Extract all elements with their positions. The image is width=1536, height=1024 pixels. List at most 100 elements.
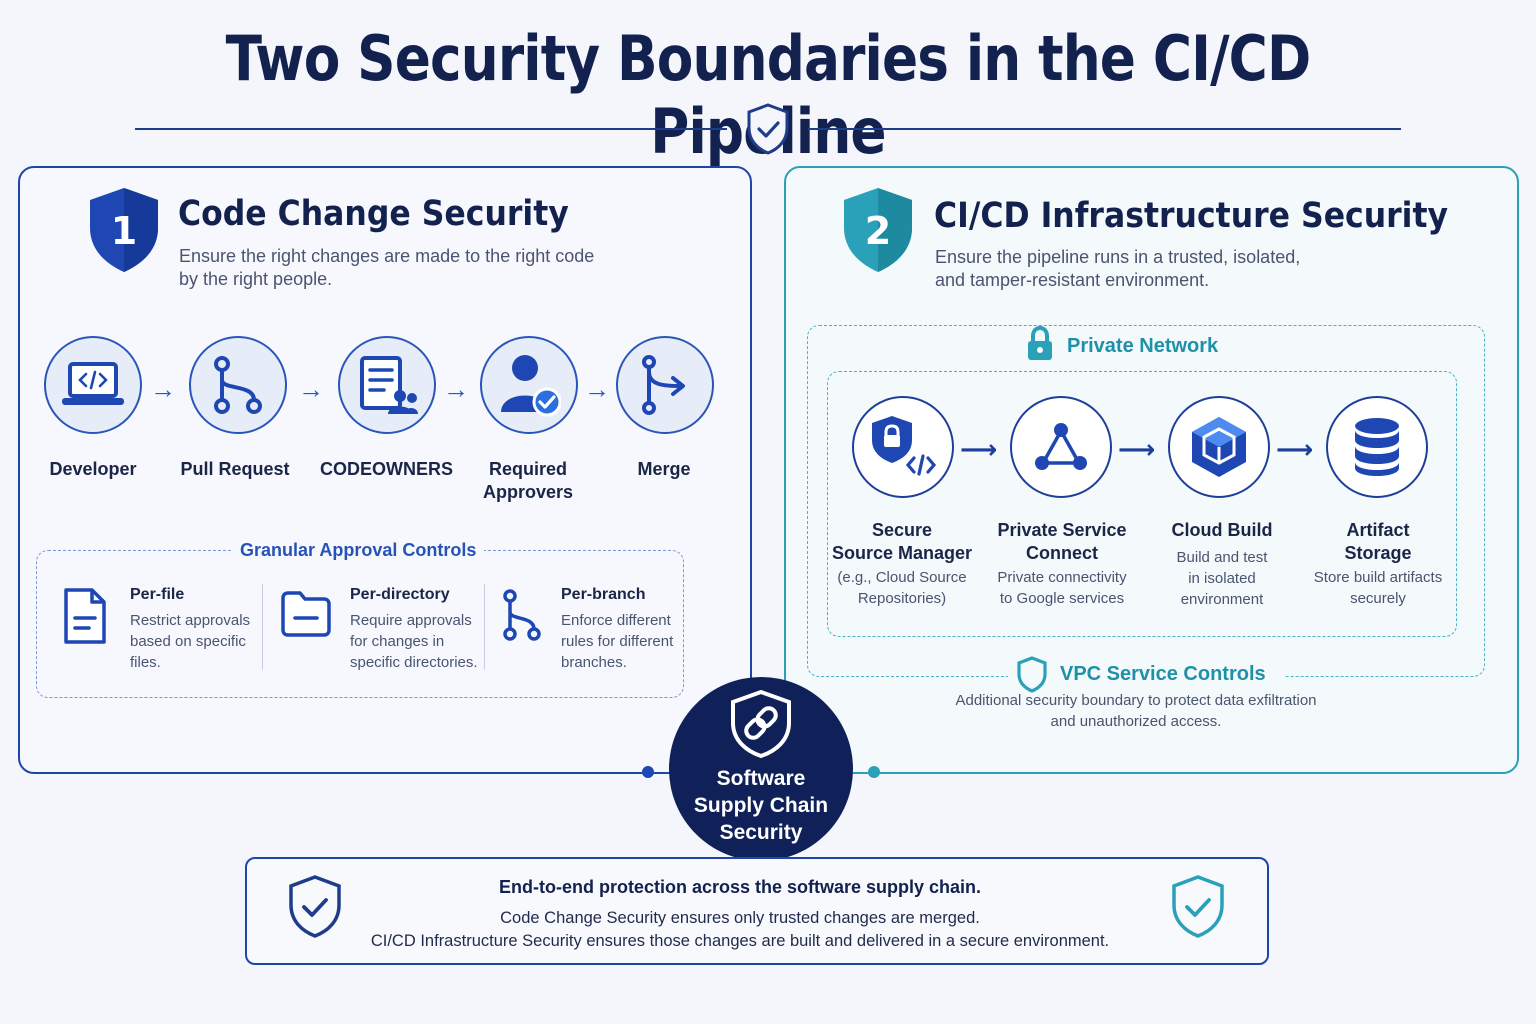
flow-arrow: ⟶ [1118, 434, 1156, 464]
developer-step [44, 336, 142, 434]
artifact-storage-step [1326, 396, 1428, 498]
database-icon [1355, 418, 1399, 476]
codeowners-step [338, 336, 436, 434]
step-label-pull-request: Pull Request [180, 459, 290, 479]
vpc-service-controls-title: VPC Service Controls [1060, 663, 1266, 685]
desc-line: Require approvals [350, 612, 472, 629]
hub-line: Security [719, 821, 803, 844]
control-title-per-directory: Per-directory [350, 586, 450, 603]
step-label-codeowners: CODEOWNERS [320, 459, 454, 479]
software-supply-chain-hub: Software Supply Chain Security [669, 677, 853, 861]
label-line: Connect [1026, 543, 1098, 563]
shield-link-icon [729, 689, 793, 764]
badge-1-number: 1 [111, 209, 137, 253]
control-desc-per-file: Restrict approvals based on specific fil… [130, 610, 250, 673]
flow-arrow: ⟶ [1276, 434, 1314, 464]
shield-outline-icon [1016, 656, 1048, 699]
desc-line: branches. [561, 654, 627, 671]
flow-arrow: → [443, 374, 469, 404]
desc-line: in isolated [1188, 570, 1256, 587]
control-desc-per-directory: Require approvals for changes in specifi… [350, 610, 478, 673]
subtitle-line: Ensure the pipeline runs in a trusted, i… [935, 247, 1301, 267]
summary-text: Code Change Security ensures only truste… [330, 907, 1150, 953]
desc-line: securely [1350, 590, 1406, 607]
cicd-infrastructure-security-title: CI/CD Infrastructure Security [934, 196, 1449, 236]
desc-line: rules for different [561, 633, 674, 650]
shield-check-icon [745, 102, 791, 161]
summary-heading: End-to-end protection across the softwar… [498, 877, 982, 897]
hub-line: Supply Chain [693, 794, 829, 817]
step-label-developer: Developer [49, 459, 137, 479]
summary-line: CI/CD Infrastructure Security ensures th… [370, 932, 1110, 950]
desc-line: Store build artifacts [1313, 569, 1443, 586]
desc-line: specific directories. [350, 654, 478, 671]
step-desc-secure-source-manager: (e.g., Cloud Source Repositories) [826, 567, 978, 609]
summary-line: Code Change Security ensures only truste… [500, 909, 980, 927]
desc-line: Private connectivity [997, 569, 1127, 586]
label-line: Private Service [997, 520, 1127, 540]
step-label-cloud-build: Cloud Build [1171, 520, 1273, 540]
merge-icon [642, 355, 685, 415]
hub-line: Software [716, 767, 806, 790]
label-line: Approvers [482, 482, 574, 502]
vpc-label-backdrop [1008, 660, 1284, 692]
pull-request-step [189, 336, 287, 434]
summary-box [245, 857, 1269, 965]
step-desc-private-service-connect: Private connectivity to Google services [986, 567, 1138, 609]
desc-line: Repositories) [857, 590, 947, 607]
control-title-per-file: Per-file [130, 586, 185, 603]
branch-icon [500, 588, 544, 647]
connector-dot-left [642, 766, 654, 778]
step-label-secure-source-manager: Secure Source Manager [826, 519, 978, 565]
desc-line: Enforce different [561, 612, 671, 629]
desc-line: files. [130, 654, 161, 671]
label-line: Artifact [1346, 520, 1410, 540]
label-line: Storage [1344, 543, 1412, 563]
desc-line: to Google services [999, 590, 1125, 607]
flow-arrow: → [584, 374, 610, 404]
desc-line: Build and test [1176, 549, 1268, 566]
step-label-merge: Merge [637, 459, 691, 479]
pull-request-icon [214, 356, 262, 414]
user-check-icon [501, 355, 561, 417]
code-change-security-panel [18, 166, 752, 774]
subtitle-line: and tamper-resistant environment. [935, 270, 1210, 290]
flow-arrow: ⟶ [960, 434, 998, 464]
desc-line: Restrict approvals [130, 612, 251, 629]
network-nodes-icon [1035, 423, 1087, 470]
required-approvers-step [480, 336, 578, 434]
badge-1-shield: 1 [88, 186, 160, 279]
label-line: Secure [871, 520, 933, 540]
secure-code-icon [872, 416, 937, 476]
shield-check-icon [287, 874, 343, 945]
desc-line: based on specific [130, 633, 246, 650]
control-desc-per-branch: Enforce different rules for different br… [561, 610, 673, 673]
flow-arrow: → [150, 374, 176, 404]
cicd-infrastructure-security-subtitle: Ensure the pipeline runs in a trusted, i… [935, 246, 1300, 292]
desc-line: environment [1180, 591, 1264, 608]
label-line: Source Manager [831, 543, 973, 563]
hub-label: Software Supply Chain Security [669, 765, 853, 846]
title-divider-left [135, 128, 727, 130]
subtitle-line: Ensure the right changes are made to the… [179, 246, 595, 266]
badge-2-number: 2 [865, 209, 891, 253]
cloud-build-icon [1192, 417, 1246, 477]
code-change-security-subtitle: Ensure the right changes are made to the… [179, 245, 594, 291]
merge-step [616, 336, 714, 434]
control-separator [484, 584, 485, 670]
desc-line: Additional security boundary to protect … [955, 692, 1317, 709]
label-line: Required [488, 459, 567, 479]
subtitle-line: by the right people. [179, 269, 333, 289]
secure-source-manager-step [852, 396, 954, 498]
document-group-icon [360, 356, 418, 414]
granular-approval-controls-title: Granular Approval Controls [232, 540, 485, 561]
folder-icon [280, 590, 332, 643]
laptop-code-icon [62, 362, 124, 405]
flow-arrow: → [298, 374, 324, 404]
code-change-security-title: Code Change Security [178, 194, 569, 234]
desc-line: for changes in [350, 633, 445, 650]
step-desc-artifact-storage: Store build artifacts securely [1302, 567, 1454, 609]
step-label-private-service-connect: Private Service Connect [986, 519, 1138, 565]
file-icon [62, 586, 108, 651]
lock-icon [1026, 325, 1054, 367]
